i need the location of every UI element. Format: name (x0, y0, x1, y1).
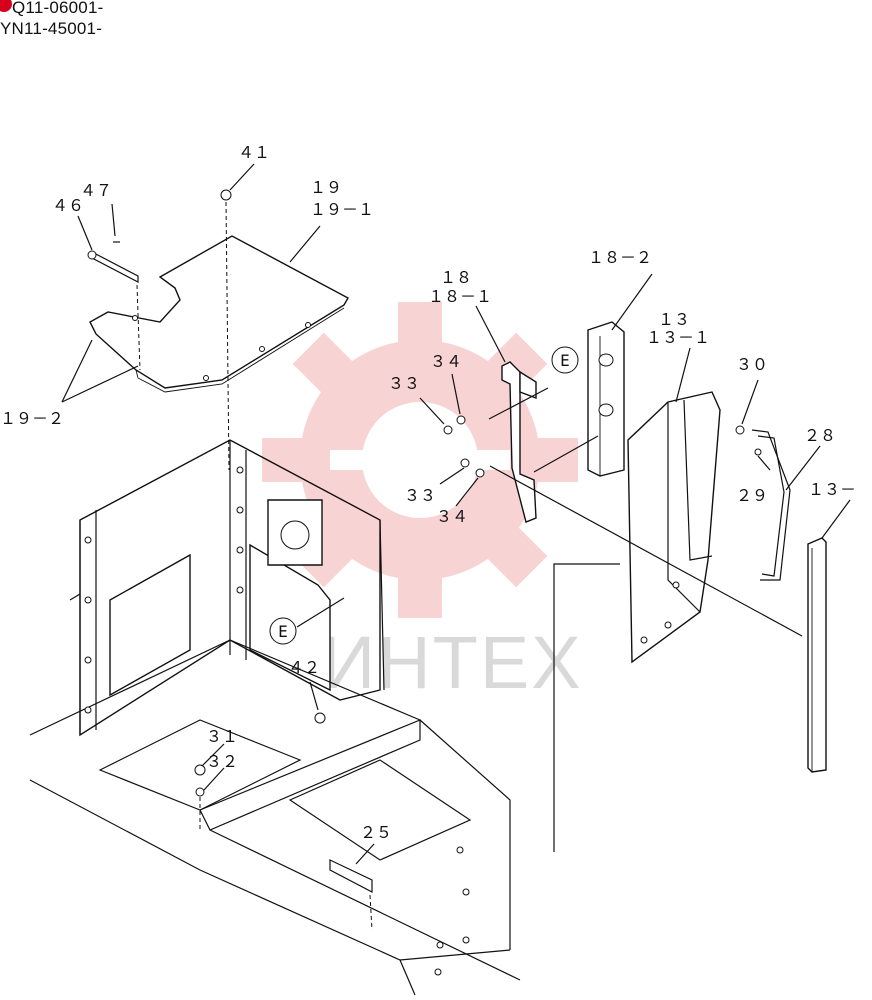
serial-number-1: Q11-06001- (12, 0, 104, 17)
callout-13-dash: １３－ (808, 480, 856, 499)
watermark-gear-logo (262, 302, 578, 618)
cover-plate-19 (89, 235, 349, 393)
knob-31-icon (194, 764, 206, 776)
callout-47: ４７ (80, 181, 112, 200)
handle-25 (329, 859, 373, 893)
callout-18-1: １８－１ (428, 287, 492, 306)
clip-29-icon (754, 448, 762, 456)
callout-19-2: １９－２ (0, 409, 64, 428)
washer-34-upper-icon (456, 415, 466, 425)
callout-33-upper: ３３ (388, 374, 420, 393)
callout-25: ２５ (360, 823, 392, 842)
callout-29: ２９ (736, 486, 768, 505)
serial-badge-icon (0, 0, 12, 12)
detail-e-marker-left (269, 617, 297, 645)
pad-18-2 (587, 321, 625, 477)
callout-41: ４１ (238, 143, 270, 162)
callout-32: ３２ (206, 752, 238, 771)
callout-13-1: １３－１ (646, 328, 710, 347)
handle-46-end-icon (87, 250, 97, 260)
callout-34-upper: ３４ (430, 352, 462, 371)
leader-lines (61, 163, 851, 865)
callout-46: ４６ (52, 196, 84, 215)
bolt-33-lower-icon (460, 458, 470, 468)
detail-e-label-top: E (560, 351, 570, 370)
serial-number-2: YN11-45001- (0, 19, 103, 38)
panel-13 (627, 391, 721, 664)
washer-32-icon (195, 787, 205, 797)
detail-e-marker-top (551, 346, 579, 374)
callout-19: １９ (310, 178, 342, 197)
bracket-18-1 (501, 361, 537, 523)
callout-31: ３１ (206, 727, 238, 746)
washer-34-lower-icon (475, 468, 485, 478)
strip-13 (807, 537, 827, 773)
callout-19-1: １９－１ (310, 200, 374, 219)
bolt-41-icon (220, 189, 232, 201)
handle-46 (91, 251, 139, 283)
bolt-42-icon (314, 712, 326, 724)
watermark-text: ИНТЕХ (322, 621, 583, 704)
callout-34-lower: ３４ (436, 507, 468, 526)
chassis-frame (29, 439, 521, 996)
callout-18: １８ (440, 268, 472, 287)
callout-13: １３ (658, 310, 690, 329)
callout-30: ３０ (736, 355, 768, 374)
rod-28 (751, 429, 791, 581)
bolt-33-upper-icon (443, 425, 453, 435)
callout-28: ２８ (804, 426, 836, 445)
callout-18-2: １８－２ (588, 248, 652, 267)
callout-33-lower: ３３ (404, 486, 436, 505)
ring-30-icon (735, 425, 745, 435)
callout-42: ４２ (288, 658, 320, 677)
detail-e-label-left: E (278, 622, 288, 641)
